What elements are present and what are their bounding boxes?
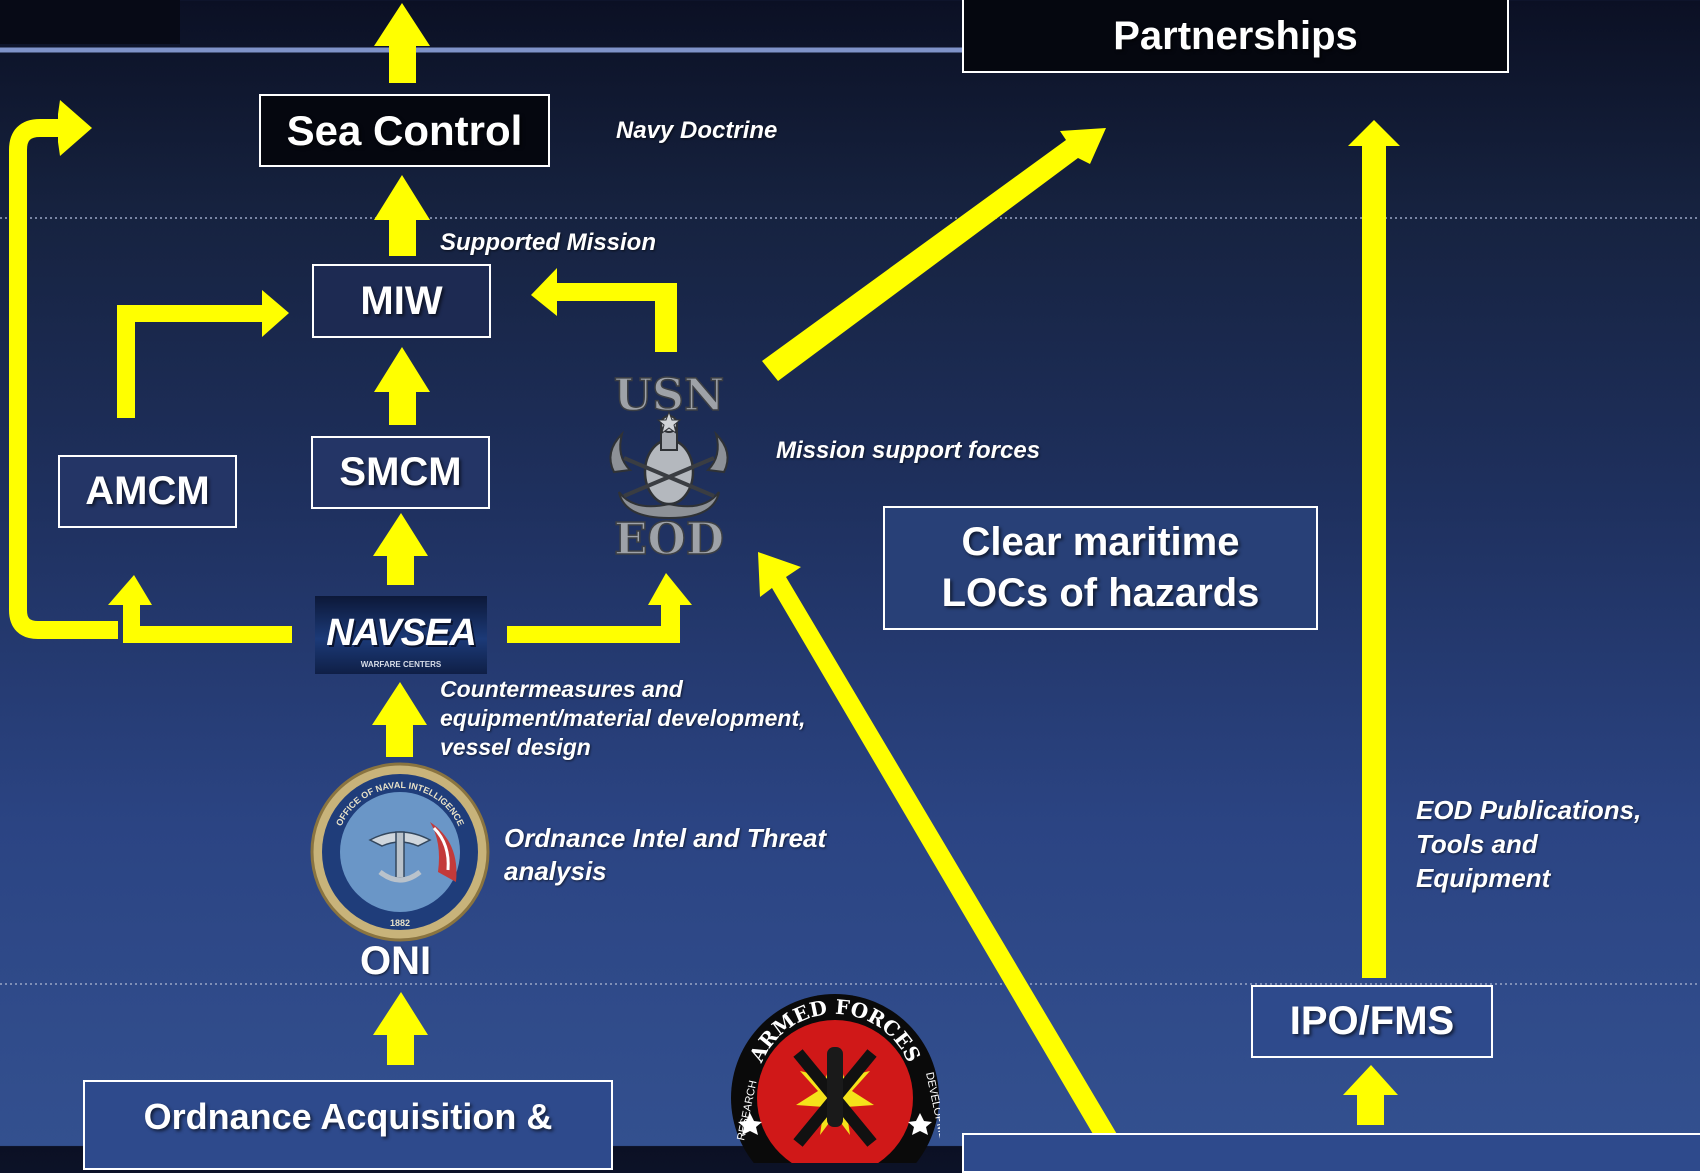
supported-mission-note: Supported Mission — [440, 229, 656, 256]
clear-locs-box: Clear maritime LOCs of hazards — [883, 506, 1318, 630]
smcm-label: SMCM — [339, 450, 462, 494]
arrow-navsea-to-eod — [507, 573, 692, 643]
arrow-amcm-to-miw — [117, 290, 289, 418]
star-icon — [908, 1113, 932, 1135]
arrow-up-to-miw — [374, 347, 430, 425]
sea-control-label: Sea Control — [286, 106, 523, 154]
eod-crest-icon — [609, 410, 729, 520]
background-lines — [0, 0, 1700, 985]
miw-box: MIW — [312, 264, 491, 338]
ordnance-intel-line1: Ordnance Intel and Threat — [504, 823, 827, 853]
arrow-up-top — [374, 3, 430, 83]
arrow-up-to-ipo — [1343, 1065, 1398, 1125]
countermeasures-note: Countermeasures and equipment/material d… — [440, 675, 806, 762]
oni-eagle-icon — [368, 831, 432, 883]
arrow-up-to-smcm — [373, 513, 428, 585]
navsea-logo-subtext: WARFARE CENTERS — [360, 660, 442, 669]
clear-locs-line1: Clear maritime — [961, 520, 1240, 564]
arrow-up-to-oni — [373, 992, 428, 1065]
arrow-navsea-to-amcm — [108, 575, 292, 643]
eod-publications-line1: EOD Publications, — [1416, 795, 1642, 825]
usn-eod-bottom-text: EOD — [614, 514, 724, 562]
arrow-up-to-sea-control — [374, 175, 430, 256]
star-icon — [738, 1113, 762, 1135]
sea-control-box: Sea Control — [259, 94, 550, 167]
amcm-box: AMCM — [58, 455, 237, 528]
eod-publications-line2: Tools and — [1416, 829, 1538, 859]
arrows-layer — [9, 3, 1400, 1146]
smcm-box: SMCM — [311, 436, 490, 509]
amcm-label: AMCM — [85, 469, 210, 513]
clear-locs-line2: LOCs of hazards — [941, 571, 1260, 615]
navsea-logo-text: NAVSEA — [326, 612, 477, 654]
partnerships-box: Partnerships — [962, 0, 1509, 73]
arrow-up-from-ipo — [1348, 120, 1400, 978]
oni-label: ONI — [360, 939, 432, 983]
eod-publications-line3: Equipment — [1416, 863, 1551, 893]
miw-label: MIW — [360, 278, 443, 323]
ordnance-acquisition-box: Ordnance Acquisition & — [83, 1080, 613, 1170]
ordnance-intel-line2: analysis — [504, 856, 607, 886]
bottom-right-box — [962, 1133, 1700, 1173]
countermeasures-line1: Countermeasures and — [440, 676, 683, 702]
oni-seal: OFFICE OF NAVAL INTELLIGENCE 1882 — [310, 762, 490, 942]
oni-seal-year: 1882 — [390, 918, 410, 928]
navy-doctrine-note: Navy Doctrine — [616, 117, 778, 144]
ipo-fms-box: IPO/FMS — [1251, 985, 1493, 1058]
arrow-up-to-navsea — [372, 682, 427, 757]
arrow-eod-to-miw — [531, 268, 677, 352]
navsea-logo: NAVSEA WARFARE CENTERS — [315, 596, 487, 674]
countermeasures-line2: equipment/material development, — [440, 705, 806, 731]
ordnance-intel-note: Ordnance Intel and Threat analysis — [504, 822, 826, 888]
eod-publications-note: EOD Publications, Tools and Equipment — [1416, 793, 1641, 895]
top-left-bar — [0, 0, 180, 44]
usn-eod-emblem: USN EOD — [609, 372, 729, 562]
burst-icon — [793, 1047, 877, 1147]
arrow-left-loop — [9, 119, 118, 639]
countermeasures-line3: vessel design — [440, 734, 591, 760]
ordnance-acquisition-label: Ordnance Acquisition & — [143, 1096, 553, 1137]
arrow-eod-to-partnerships — [762, 128, 1106, 381]
ipo-fms-label: IPO/FMS — [1289, 999, 1455, 1043]
arrow-left-loop-head — [58, 100, 92, 156]
mission-support-note: Mission support forces — [776, 437, 1041, 464]
arrow-bottom-to-eod — [758, 552, 1124, 1146]
partnerships-label: Partnerships — [1113, 14, 1358, 58]
armed-forces-emblem: ARMED FORCES RESEARCH DEVELOPMENT — [731, 994, 940, 1163]
